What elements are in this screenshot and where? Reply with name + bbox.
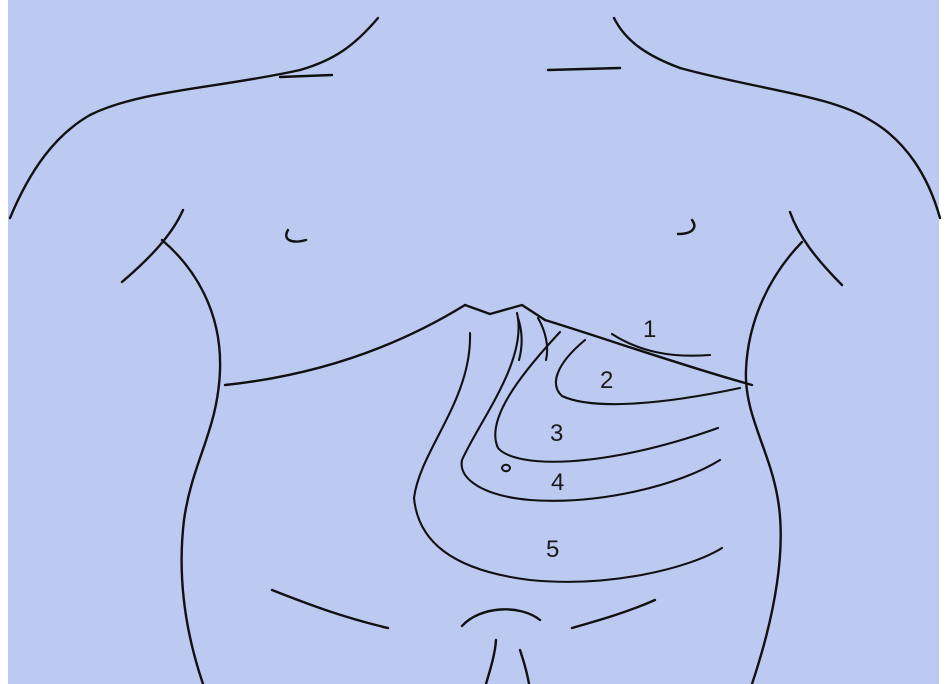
zone-1-label: 1 (643, 316, 656, 343)
zone-3-label: 3 (550, 420, 563, 447)
zone-5-label: 5 (546, 536, 559, 563)
diagram-background (8, 0, 939, 684)
zone-2-label: 2 (600, 367, 613, 394)
zone-4-label: 4 (551, 469, 564, 496)
